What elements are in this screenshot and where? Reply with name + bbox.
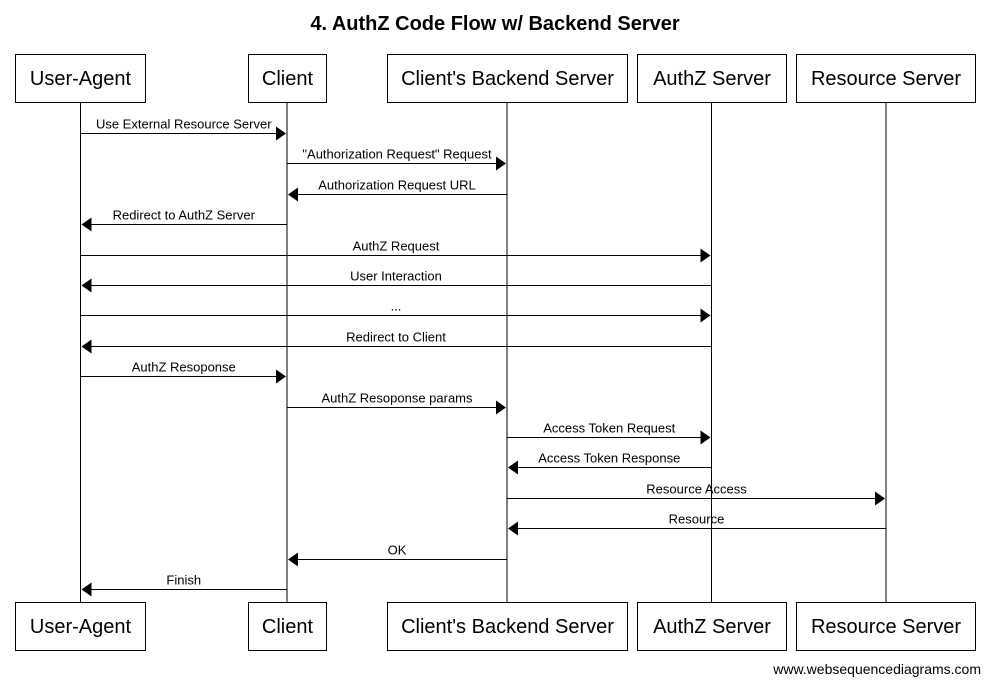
arrow-head — [875, 491, 885, 506]
arrow-head — [81, 339, 92, 354]
participant-client-top: Client — [248, 54, 327, 103]
participant-authz-top: AuthZ Server — [637, 54, 787, 103]
participant-box — [387, 54, 628, 103]
lifelines — [80, 102, 887, 602]
message-label: Resource — [669, 512, 725, 527]
arrow-head — [508, 460, 518, 475]
footer-credit: www.websequencediagrams.com — [772, 661, 981, 677]
message-10: AuthZ Resoponse params — [287, 391, 506, 415]
message-label: AuthZ Request — [353, 239, 440, 254]
participant-client-bottom: Client — [248, 602, 327, 651]
participant-label: Client's Backend Server — [401, 616, 614, 638]
message-13: Resource Access — [507, 482, 885, 506]
arrow-head — [700, 430, 711, 445]
message-11: Access Token Request — [507, 421, 711, 445]
message-9: AuthZ Resoponse — [80, 360, 286, 384]
participant-label: AuthZ Server — [653, 616, 771, 638]
message-label: User Interaction — [350, 269, 442, 284]
message-label: AuthZ Resoponse — [132, 360, 236, 375]
participant-box — [248, 54, 327, 103]
participant-resource-bottom: Resource Server — [796, 602, 976, 651]
participant-box — [637, 602, 787, 651]
diagram-title: 4. AuthZ Code Flow w/ Backend Server — [310, 13, 680, 35]
participant-label: Resource Server — [811, 68, 961, 90]
participant-label: AuthZ Server — [653, 68, 771, 90]
participant-heads-top: User-Agent Client Client's Backend Server A… — [15, 54, 976, 103]
participant-box — [15, 54, 146, 103]
arrow-head — [276, 369, 286, 384]
message-label: Authorization Request URL — [318, 178, 476, 193]
arrow-head — [81, 217, 92, 232]
participant-ua-top: User-Agent — [15, 54, 146, 103]
arrow-head — [81, 582, 92, 597]
arrow-head — [288, 187, 298, 202]
message-label: Finish — [166, 573, 201, 588]
participant-heads-bottom: User-Agent Client Client's Backend Server A… — [15, 602, 976, 651]
participant-label: Client's Backend Server — [401, 68, 614, 90]
message-6: User Interaction — [81, 269, 712, 293]
message-7: ... — [80, 299, 711, 323]
message-label: Resource Access — [646, 482, 747, 497]
message-8: Redirect to Client — [81, 330, 712, 354]
participant-resource-top: Resource Server — [796, 54, 976, 103]
participant-ua-bottom: User-Agent — [15, 602, 146, 651]
message-3: Authorization Request URL — [288, 178, 507, 202]
participant-label: Client — [262, 616, 314, 638]
message-4: Redirect to AuthZ Server — [81, 208, 287, 232]
arrow-head — [700, 308, 711, 323]
participant-box — [15, 602, 146, 651]
message-label: ... — [391, 299, 402, 314]
participant-box — [796, 602, 976, 651]
message-12: Access Token Response — [508, 451, 712, 475]
message-2: "Authorization Request" Request — [287, 147, 506, 171]
messages: Use External Resource Server "Authorizati… — [80, 117, 886, 597]
message-label: OK — [388, 543, 407, 558]
participant-label: Resource Server — [811, 616, 961, 638]
message-label: "Authorization Request" Request — [302, 147, 492, 162]
participant-authz-bottom: AuthZ Server — [637, 602, 787, 651]
arrow-head — [276, 126, 286, 141]
participant-box — [387, 602, 628, 651]
participant-box — [796, 54, 976, 103]
participant-backend-bottom: Client's Backend Server — [387, 602, 628, 651]
arrow-head — [508, 521, 518, 536]
arrow-head — [700, 248, 711, 263]
message-14: Resource — [508, 512, 886, 536]
message-label: Redirect to Client — [346, 330, 446, 345]
participant-label: User-Agent — [30, 616, 132, 638]
message-16: Finish — [81, 573, 287, 597]
message-5: AuthZ Request — [80, 239, 711, 263]
message-15: OK — [288, 543, 507, 567]
arrow-head — [496, 156, 506, 171]
message-label: Access Token Response — [538, 451, 680, 466]
participant-label: Client — [262, 68, 314, 90]
message-label: Redirect to AuthZ Server — [113, 208, 256, 223]
message-label: Use External Resource Server — [96, 117, 272, 132]
participant-backend-top: Client's Backend Server — [387, 54, 628, 103]
participant-label: User-Agent — [30, 68, 132, 90]
message-label: AuthZ Resoponse params — [321, 391, 473, 406]
participant-box — [637, 54, 787, 103]
message-1: Use External Resource Server — [80, 117, 286, 141]
arrow-head — [81, 278, 92, 293]
message-label: Access Token Request — [543, 421, 675, 436]
participant-box — [248, 602, 327, 651]
arrow-head — [288, 552, 298, 567]
arrow-head — [496, 400, 506, 415]
